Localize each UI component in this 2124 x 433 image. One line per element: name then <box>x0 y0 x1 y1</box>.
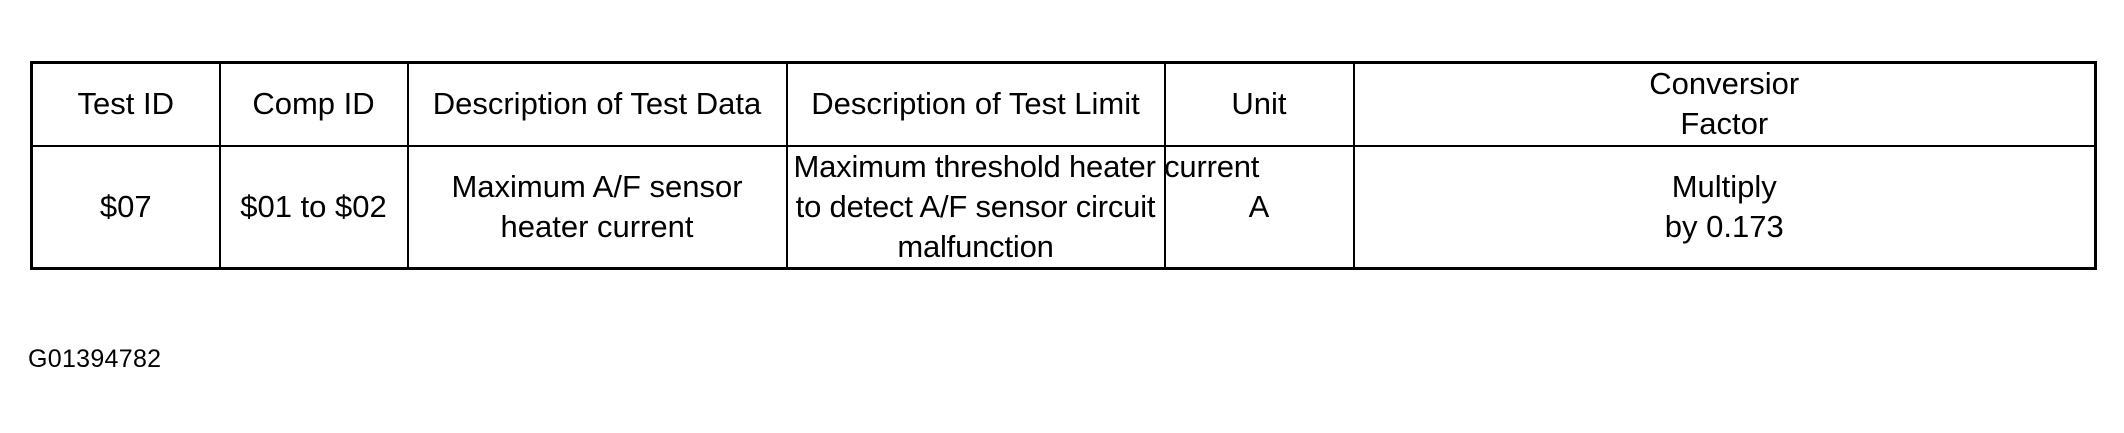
cell-description-of-test-data-line-2: heater current <box>500 209 694 245</box>
table-body: $07 $01 to $02 Maximum A/F sensor heater… <box>30 144 2097 270</box>
cell-description-of-test-limit-line-1: Maximum threshold heater current <box>793 148 1260 184</box>
cell-comp-id: $01 to $02 <box>218 144 409 270</box>
column-header-unit: Unit <box>1163 61 1355 147</box>
cell-conversion-factor: Multiply by 0.173 <box>1352 144 2097 270</box>
cell-description-of-test-data: Maximum A/F sensor heater current <box>406 144 788 270</box>
column-header-description-of-test-data: Description of Test Data <box>406 61 788 147</box>
column-header-conversion-factor-line-2: Factor <box>1680 106 1769 142</box>
column-header-comp-id: Comp ID <box>218 61 409 147</box>
table-header: Test ID Comp ID Description of Test Data… <box>30 61 2097 147</box>
cell-description-of-test-limit: Maximum threshold heater current to dete… <box>785 144 1260 270</box>
column-header-conversion-factor: Conversior Factor <box>1352 61 2097 147</box>
cell-description-of-test-data-line-1: Maximum A/F sensor <box>451 168 743 204</box>
table-row: $07 $01 to $02 Maximum A/F sensor heater… <box>30 144 2097 270</box>
cell-unit: A <box>1163 144 1355 270</box>
figure-reference-code: G01394782 <box>28 345 162 373</box>
cell-conversion-factor-line-2: by 0.173 <box>1664 209 1784 245</box>
cell-test-id: $07 <box>30 144 221 270</box>
table-header-row: Test ID Comp ID Description of Test Data… <box>30 61 2097 147</box>
cell-description-of-test-limit-line-2: to detect A/F sensor circuit <box>795 188 1156 224</box>
cell-conversion-factor-line-1: Multiply <box>1671 168 1777 204</box>
test-data-table: Test ID Comp ID Description of Test Data… <box>30 61 2097 271</box>
column-header-description-of-test-limit: Description of Test Limit <box>785 61 1166 147</box>
test-data-table-container: Test ID Comp ID Description of Test Data… <box>30 61 2097 271</box>
cell-description-of-test-limit-line-3: malfunction <box>897 229 1054 265</box>
column-header-conversion-factor-line-1: Conversior <box>1649 66 1800 101</box>
column-header-test-id: Test ID <box>30 61 221 147</box>
